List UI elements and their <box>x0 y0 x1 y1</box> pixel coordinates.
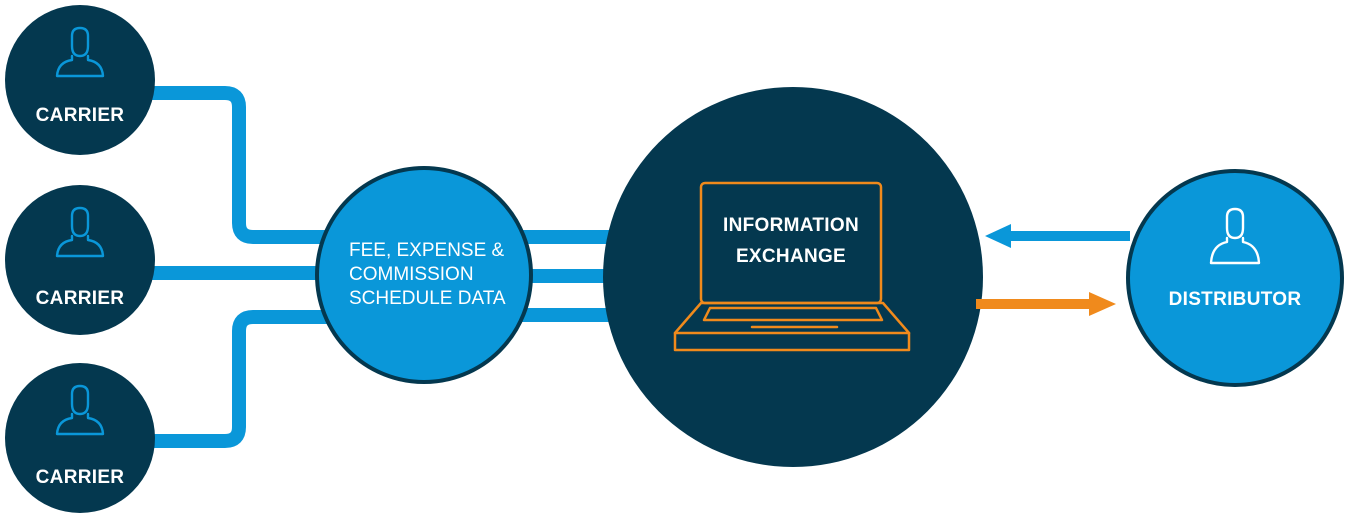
person-icon <box>55 206 105 258</box>
schedule-data-node: FEE, EXPENSE & COMMISSION SCHEDULE DATA <box>315 166 533 384</box>
information-exchange-node: INFORMATION EXCHANGE <box>603 87 983 467</box>
carrier-connectors <box>150 86 340 448</box>
outbound-arrow <box>976 292 1116 316</box>
carrier-node-3: CARRIER <box>5 363 155 513</box>
schedule-data-line-1: FEE, EXPENSE & <box>349 240 505 261</box>
exchange-line-1: INFORMATION <box>723 215 859 236</box>
laptop-icon <box>673 181 911 352</box>
carrier-label: CARRIER <box>36 105 125 126</box>
person-icon <box>1209 207 1261 265</box>
inbound-arrow <box>985 224 1130 248</box>
connector-carrier-3 <box>150 310 340 448</box>
carrier-label: CARRIER <box>36 467 125 488</box>
aggregator-connectors <box>520 230 615 322</box>
carrier-label: CARRIER <box>36 288 125 309</box>
exchange-line-2: EXCHANGE <box>736 246 846 267</box>
person-icon <box>55 384 105 436</box>
distributor-node: DISTRIBUTOR <box>1126 169 1344 387</box>
carrier-node-1: CARRIER <box>5 5 155 155</box>
schedule-data-line-3: SCHEDULE DATA <box>349 288 506 309</box>
distributor-label: DISTRIBUTOR <box>1169 289 1302 310</box>
carrier-node-2: CARRIER <box>5 185 155 335</box>
schedule-data-line-2: COMMISSION <box>349 264 474 285</box>
connector-carrier-1 <box>150 86 340 244</box>
person-icon <box>55 26 105 78</box>
